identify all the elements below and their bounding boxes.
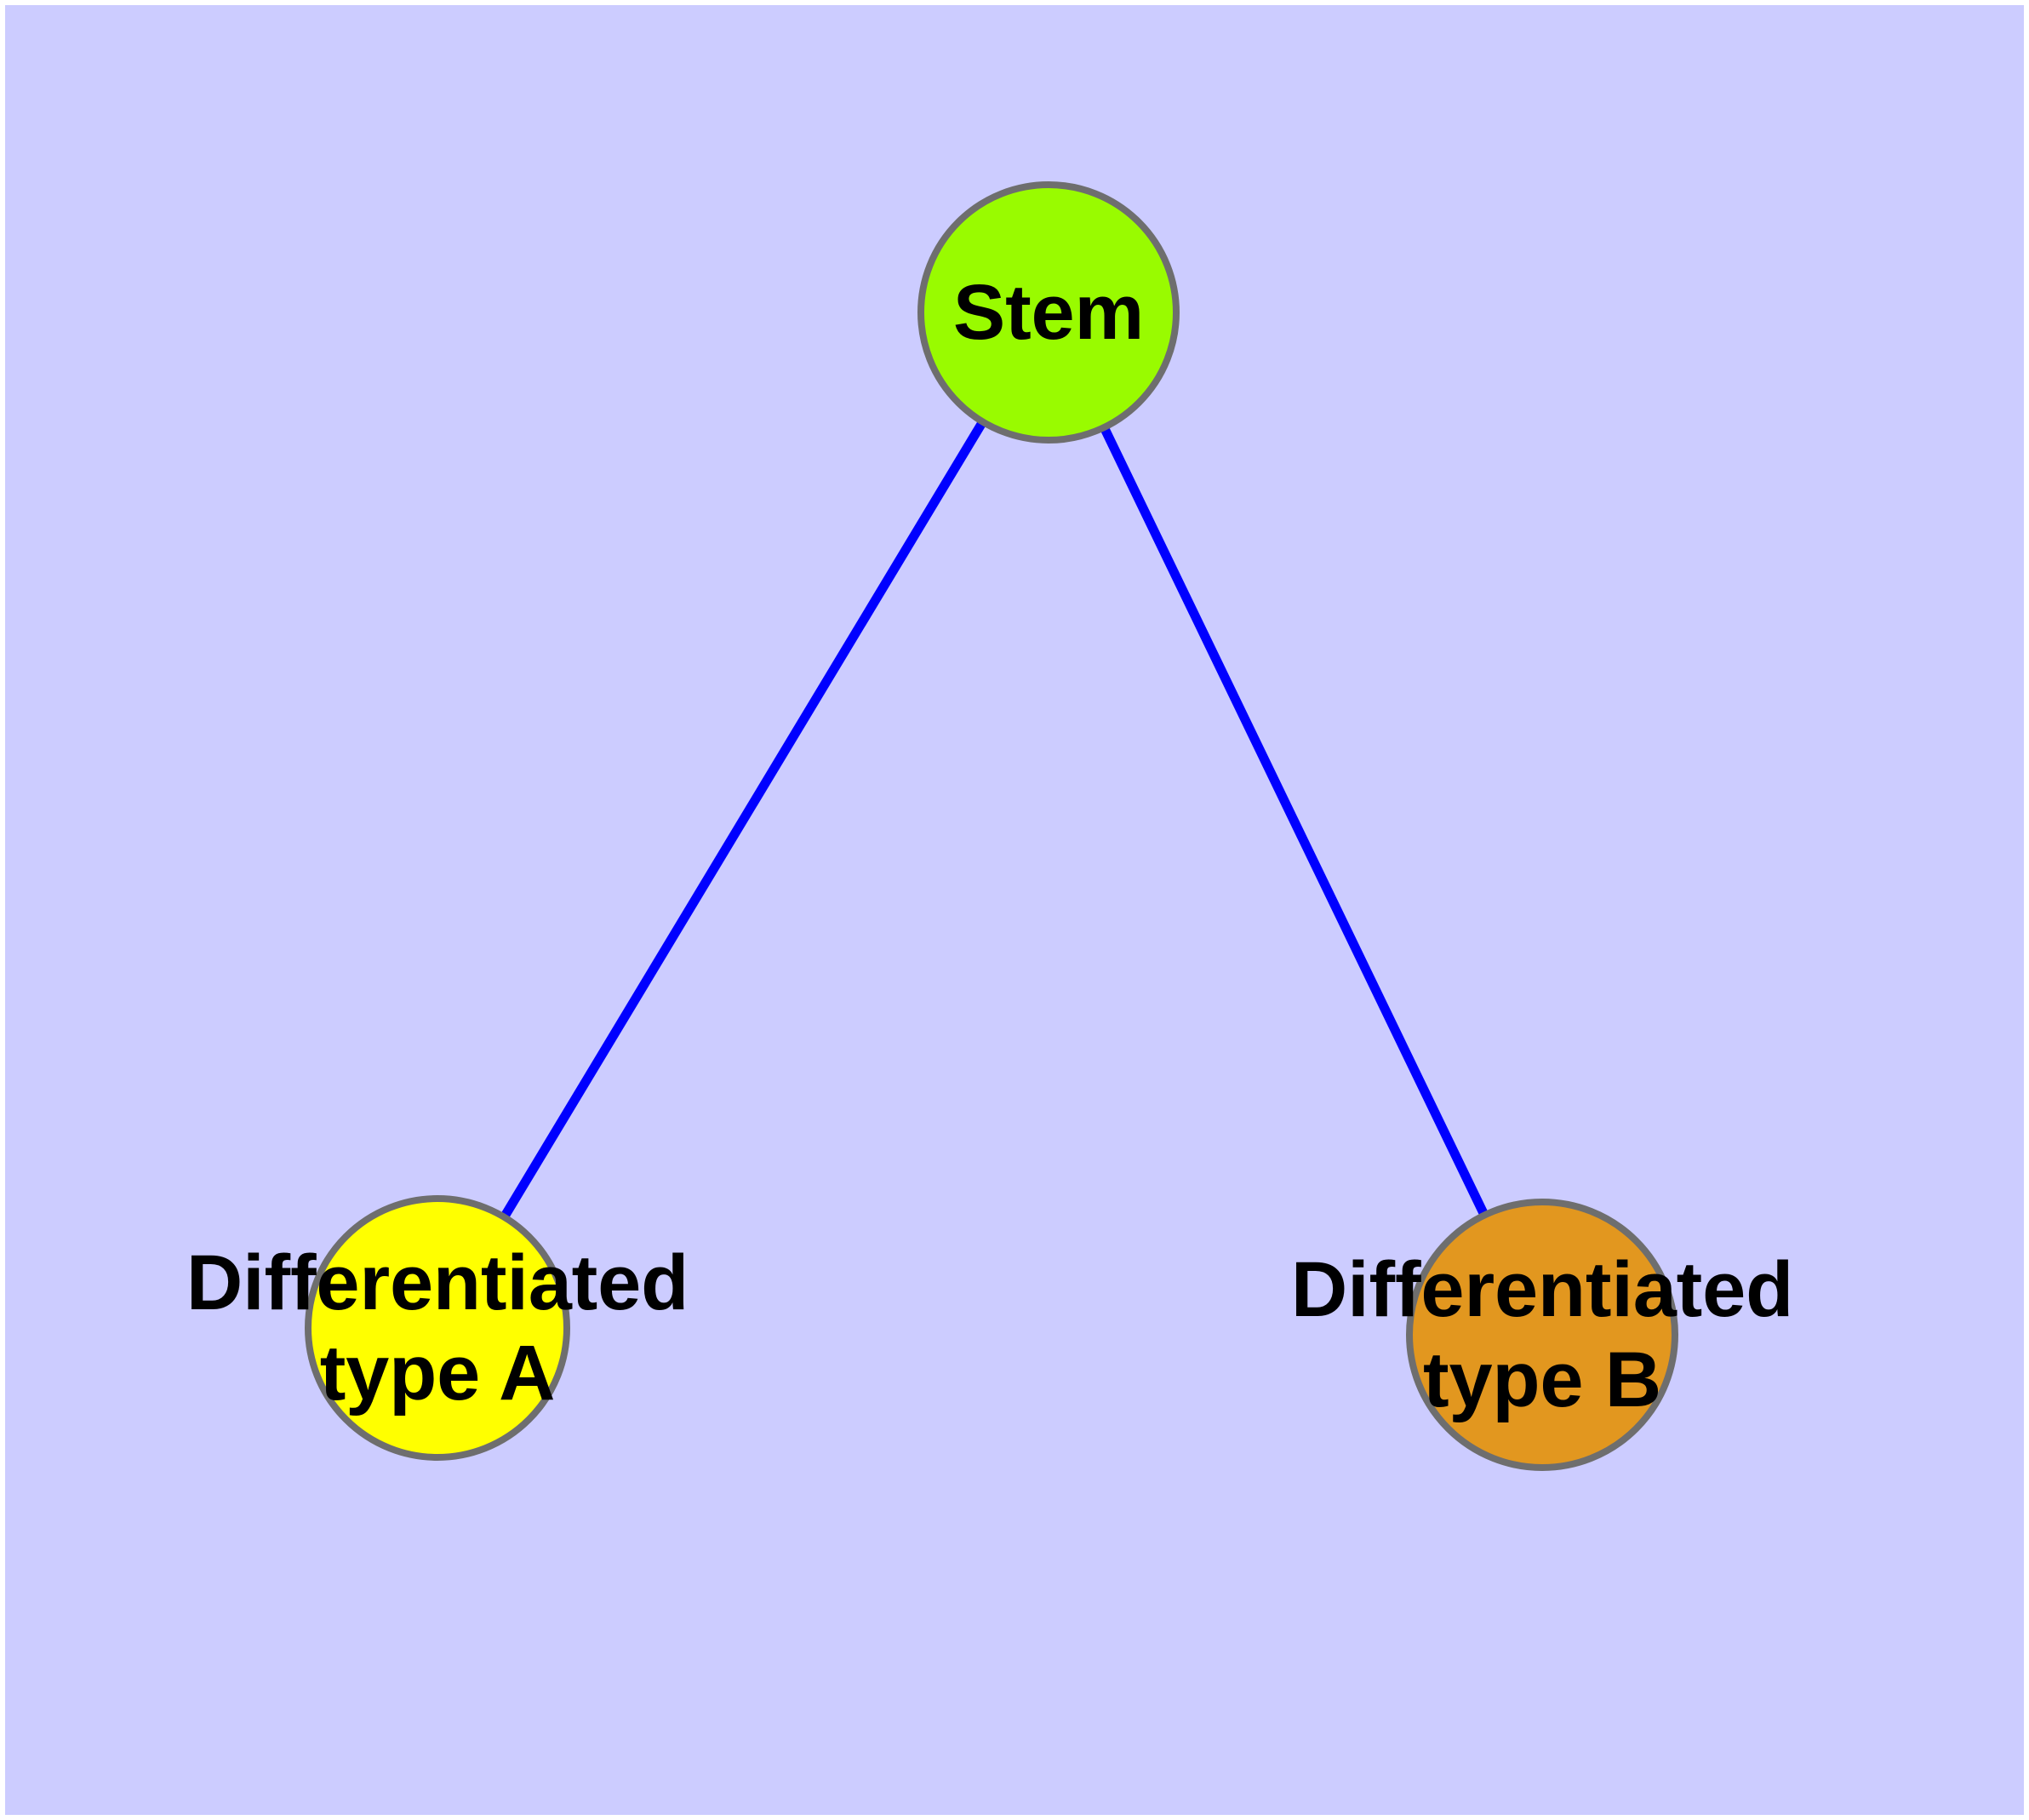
edge-stem-to-diff-a[interactable] <box>433 310 1053 1331</box>
edge-stem-to-diff-b[interactable] <box>1044 310 1546 1337</box>
node-diff-b[interactable] <box>1406 1199 1678 1471</box>
graph-svg <box>305 181 1678 1471</box>
graph-plot-area: Stem Differentiated type A Differentiate… <box>5 5 2024 1815</box>
node-layer <box>305 181 1678 1471</box>
edge-layer <box>433 310 1546 1337</box>
node-diff-a[interactable] <box>305 1195 570 1461</box>
node-stem[interactable] <box>917 181 1180 444</box>
